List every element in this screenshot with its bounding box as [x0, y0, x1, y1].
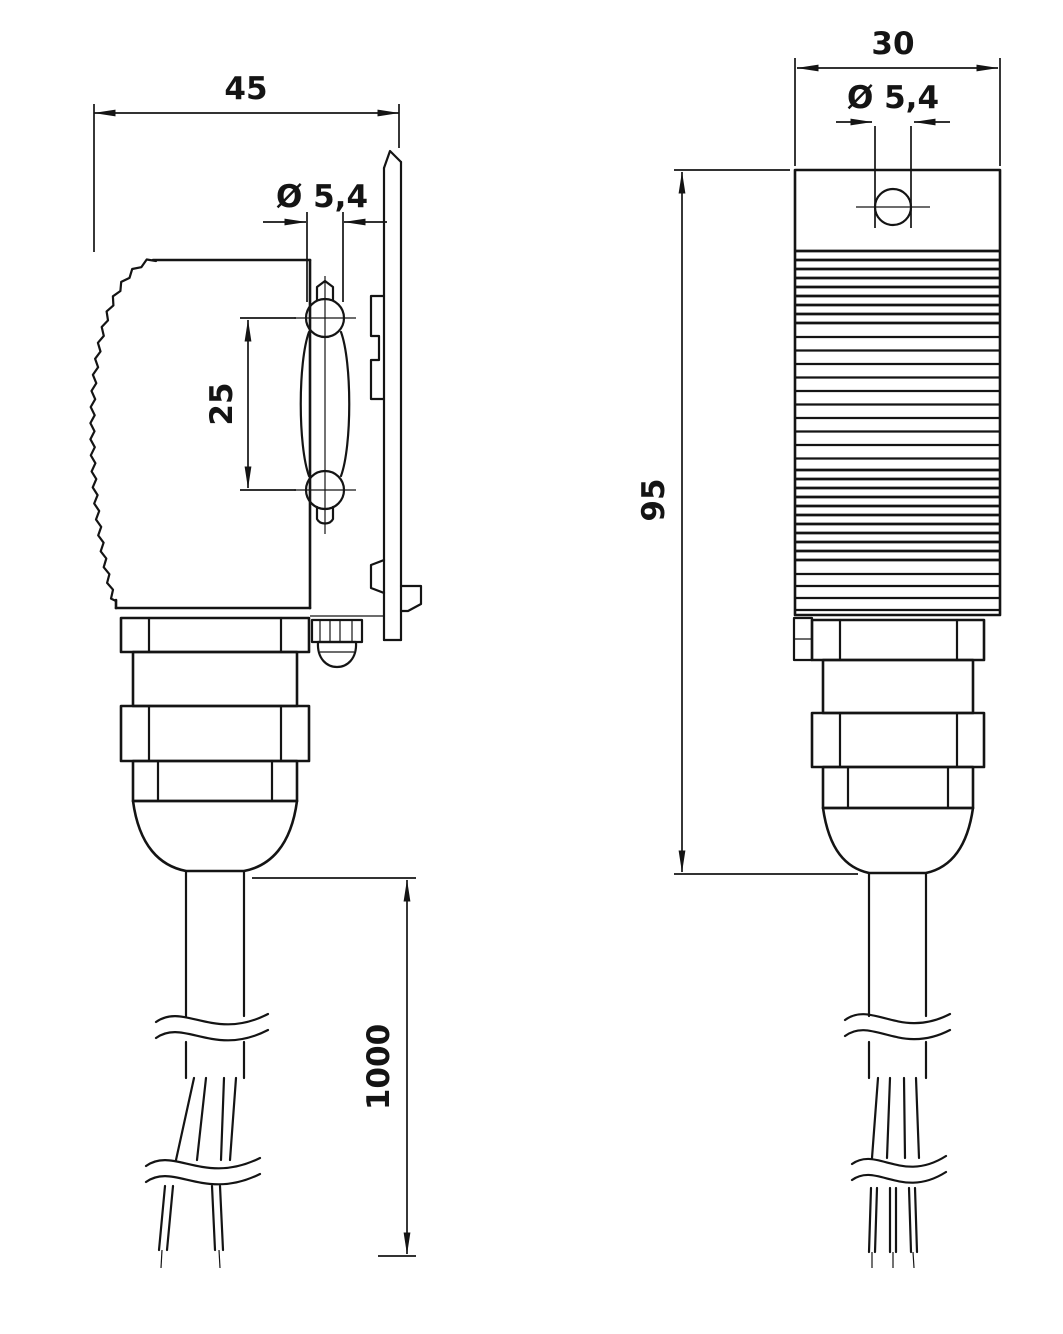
fixing-screw [310, 618, 364, 669]
dim-label-95: 95 [636, 478, 672, 521]
wire-end [218, 1184, 225, 1252]
cable-front [843, 871, 952, 1269]
serration-guide [95, 261, 156, 601]
wire-tip [218, 1249, 221, 1269]
dim-width-30: 30 [794, 26, 1001, 166]
wire-tip [160, 1249, 163, 1269]
gland-dome [821, 806, 975, 875]
cable-break-line [144, 1156, 262, 1170]
cable-break-line [154, 1028, 270, 1042]
front-view-body [793, 168, 1002, 617]
bracket-top-tab [382, 149, 403, 170]
bracket-lower-notch [369, 558, 386, 595]
keyhole-slot [294, 276, 356, 534]
dim-hole-diameter-side: Ø 5,4 [263, 179, 387, 302]
cooling-ribs [796, 249, 999, 612]
side-view: 45 Ø 5,4 25 1000 [89, 71, 423, 1269]
body-outline [793, 168, 1002, 617]
screw-head [316, 640, 358, 669]
dim-cable-length-1000: 1000 [252, 877, 416, 1257]
dim-hole-diameter-front: Ø 5,4 [836, 80, 950, 228]
cable-break-line [843, 1028, 952, 1041]
dim-label-30: 30 [871, 26, 914, 62]
gland-body [821, 658, 975, 715]
din-rail-bracket [310, 149, 423, 669]
wire-end [907, 1186, 913, 1254]
front-view: 30 Ø 5,4 95 [636, 26, 1002, 1269]
side-view-body [89, 258, 312, 610]
gland-nut-2 [810, 711, 986, 769]
slot-right-side [339, 330, 351, 478]
dim-label-hole-front: Ø 5,4 [847, 80, 939, 116]
cable-side [144, 869, 270, 1269]
slot-left-side [299, 330, 311, 478]
wire-end [157, 1184, 167, 1252]
wire-end [867, 1186, 873, 1254]
wire-end [873, 1186, 879, 1254]
wire-end [913, 1186, 919, 1254]
ribbed-edge [89, 258, 158, 603]
bracket-side-clip [369, 294, 386, 401]
cable-wire [174, 1076, 196, 1162]
cable-wire [885, 1076, 892, 1160]
bracket-foot-hook [399, 584, 423, 613]
cable-gland-side [119, 616, 311, 873]
cable-break-line [843, 1012, 952, 1025]
cable-break-line [850, 1154, 948, 1168]
cable-wire [195, 1076, 208, 1162]
dim-label-1000: 1000 [361, 1024, 397, 1110]
cable-break-line [144, 1172, 262, 1186]
cable-break-line [154, 1012, 270, 1026]
gland-dome [131, 799, 299, 873]
cable-wire [870, 1076, 880, 1160]
cable-wire [914, 1076, 921, 1160]
dim-height-95: 95 [636, 169, 858, 875]
dim-label-45: 45 [224, 71, 267, 107]
gland-nut-1 [810, 618, 986, 662]
gland-cap [821, 765, 975, 810]
cable-wire [228, 1076, 238, 1162]
cable-wire [219, 1076, 226, 1162]
cable-break-line [850, 1170, 948, 1184]
dim-hole-spacing-25: 25 [204, 317, 296, 491]
cable-wire [902, 1076, 907, 1160]
dim-width-45: 45 [93, 71, 400, 252]
gland-body [131, 650, 299, 708]
cable-gland-front [792, 616, 986, 875]
wire-end [165, 1184, 175, 1252]
wire-tip [912, 1251, 915, 1269]
wire-end [210, 1184, 217, 1252]
dim-label-25: 25 [204, 382, 240, 425]
dim-label-hole-side: Ø 5,4 [276, 179, 368, 215]
